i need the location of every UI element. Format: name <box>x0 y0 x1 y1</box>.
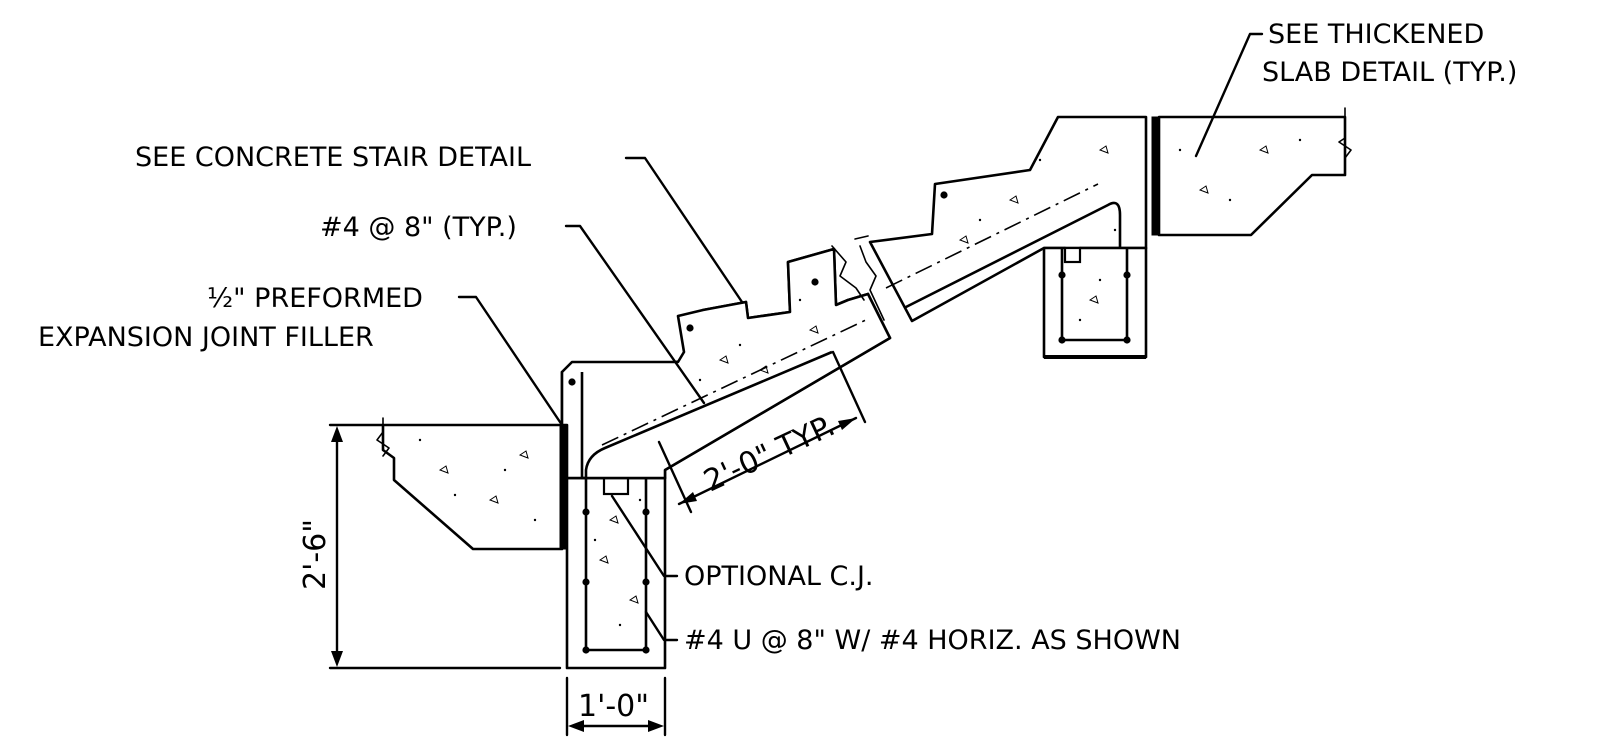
stair-break-lines <box>831 235 885 321</box>
expansion-joint-label-2: EXPANSION JOINT FILLER <box>38 322 374 353</box>
footing-width-dimension <box>565 676 667 737</box>
construction-joint-key <box>602 476 630 496</box>
thickened-slab-label-1: SEE THICKENED <box>1268 19 1484 50</box>
u-bar-right <box>1060 248 1129 342</box>
left-footing <box>565 476 667 670</box>
lower-stair-flight <box>560 247 892 480</box>
expansion-joint-fillers <box>559 116 1160 550</box>
expansion-joint-label-1: ½" PREFORMED <box>207 283 423 314</box>
u-bar-label: #4 U @ 8" W/ #4 HORIZ. AS SHOWN <box>684 625 1181 656</box>
right-footing <box>1042 246 1148 359</box>
aggregate-dots <box>418 138 1302 627</box>
slab-rebar-upper <box>903 201 1122 310</box>
leader-lines <box>457 32 1264 642</box>
footing-depth-text: 2'-6" <box>298 519 333 590</box>
stair-detail-label: SEE CONCRETE STAIR DETAIL <box>135 142 531 173</box>
u-bar-left <box>584 478 648 652</box>
left-slab <box>376 417 564 551</box>
right-slab <box>1157 107 1352 237</box>
footing-depth-dimension <box>328 423 562 670</box>
footing-width-text: 1'-0" <box>578 689 649 724</box>
aggregate-texture <box>438 145 1269 604</box>
slab-rebar-lower <box>584 350 833 478</box>
optional-cj-label: OPTIONAL C.J. <box>684 561 874 592</box>
thickened-slab-label-2: SLAB DETAIL (TYP.) <box>1262 57 1517 88</box>
rebar-spacing-label: #4 @ 8" (TYP.) <box>320 212 517 243</box>
slab-length-dimension <box>657 350 867 514</box>
